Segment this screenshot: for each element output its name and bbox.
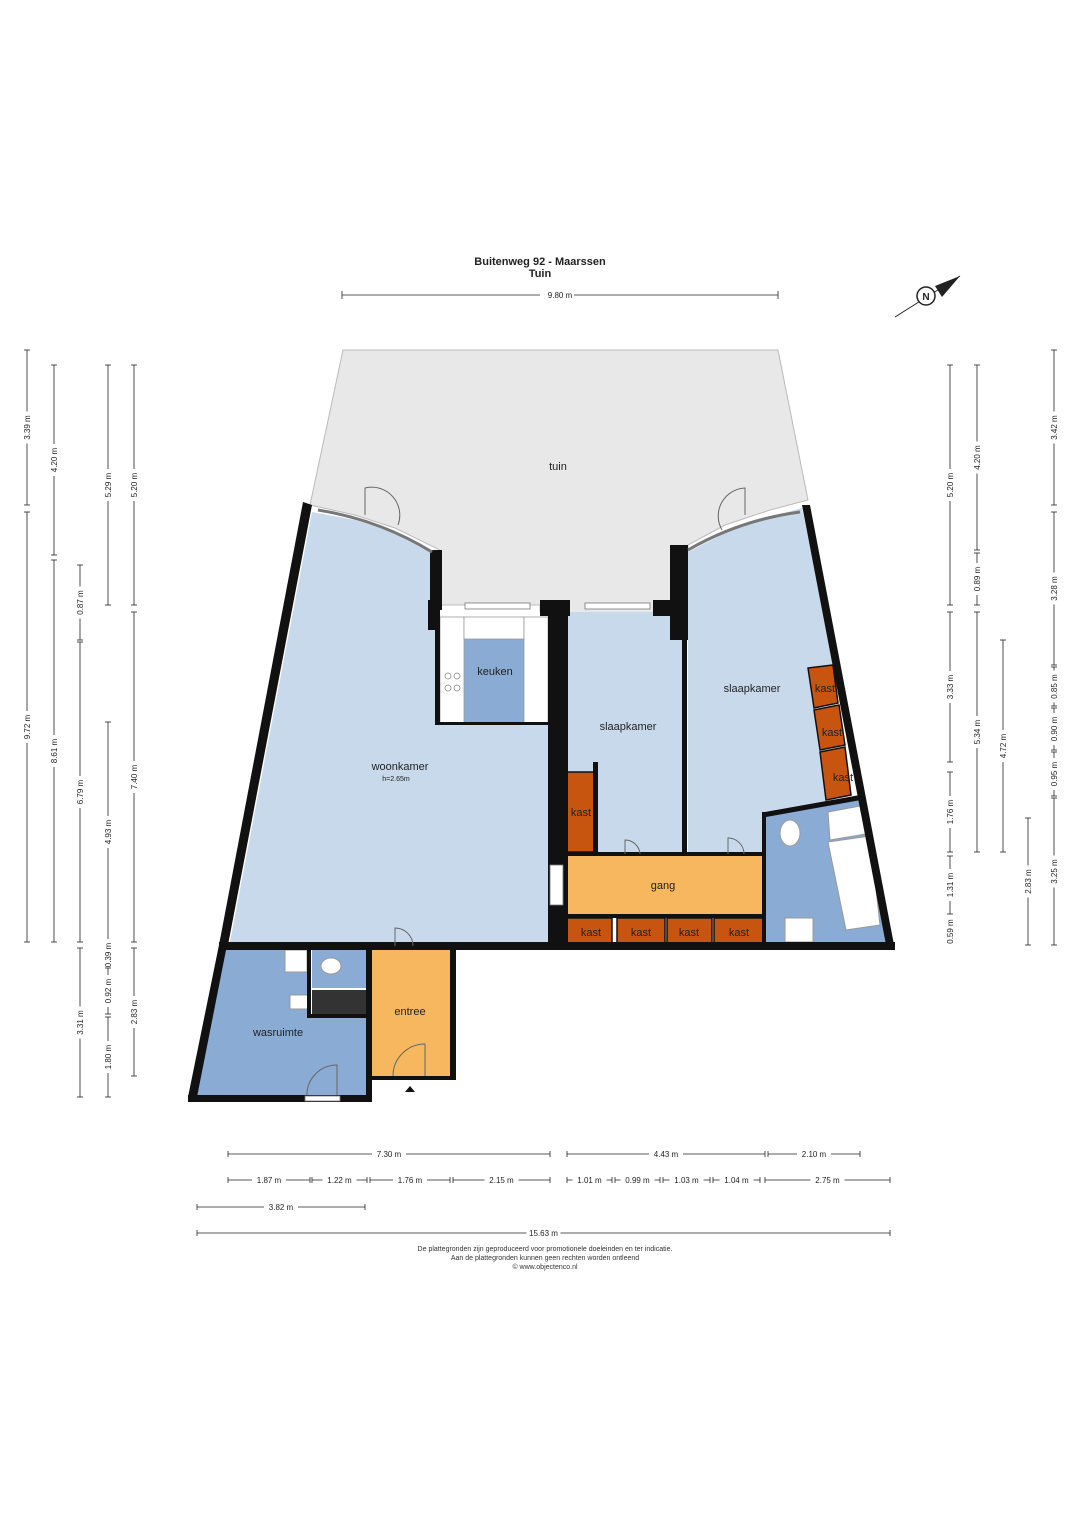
room-wasruimte bbox=[193, 948, 367, 1097]
room-label-tuin: tuin bbox=[549, 461, 567, 473]
dimension-label: 1.87 m bbox=[257, 1176, 282, 1185]
dimension-label: 0.89 m bbox=[973, 566, 982, 591]
dimension-label: 1.01 m bbox=[577, 1176, 602, 1185]
room-entree bbox=[370, 948, 453, 1076]
dimension-label: 4.20 m bbox=[50, 447, 59, 472]
closet-label: kast bbox=[571, 807, 591, 819]
dimensions-right: 5.20 m 4.20 m 3.42 m 0.89 m 3.28 m 3.33 m 5.34… bbox=[945, 349, 1059, 948]
dimension-label: 9.80 m bbox=[548, 291, 573, 300]
dimension-label: 8.61 m bbox=[50, 738, 59, 763]
door-swing bbox=[394, 927, 414, 947]
dimension-label: 9.72 m bbox=[23, 714, 32, 739]
windows bbox=[304, 508, 801, 1102]
dimension-label: 3.31 m bbox=[76, 1010, 85, 1035]
dimension-label: 3.82 m bbox=[269, 1203, 294, 1212]
footer-copyright: © www.objectenco.nl bbox=[512, 1263, 578, 1271]
closet-label: kast bbox=[815, 683, 835, 695]
dimensions-left: 3.39 m 4.20 m 5.29 m 5.20 m 9.72 m 8.61 m 0.87… bbox=[22, 349, 139, 1098]
room-gang bbox=[565, 856, 765, 916]
dimension-label: 3.33 m bbox=[946, 674, 955, 699]
dimension-label: 5.34 m bbox=[973, 719, 982, 744]
dimension-label: 4.43 m bbox=[654, 1150, 679, 1159]
entrance-arrow-icon bbox=[405, 1086, 415, 1092]
door-swing bbox=[727, 837, 745, 855]
compass-icon: N bbox=[894, 275, 961, 318]
door-swing bbox=[717, 487, 746, 531]
door-swing bbox=[392, 1043, 426, 1077]
door-swing bbox=[306, 1064, 338, 1098]
dimension-label: 0.85 m bbox=[1050, 674, 1059, 699]
closet bbox=[807, 664, 839, 709]
closet bbox=[819, 746, 852, 801]
dimension-label: 0.39 m bbox=[104, 942, 113, 967]
compass-letter: N bbox=[922, 292, 929, 303]
room-height-woonkamer: h=2.65m bbox=[382, 776, 410, 783]
dimension-label: 0.92 m bbox=[104, 978, 113, 1003]
dimension-label: 3.39 m bbox=[23, 415, 32, 440]
dimension-label: 0.90 m bbox=[1050, 716, 1059, 741]
dimension-label: 2.10 m bbox=[802, 1150, 827, 1159]
plan-subtitle: Tuin bbox=[529, 268, 552, 280]
room-label-slaapkamer-2: slaapkamer bbox=[724, 683, 781, 695]
dimension-label: 1.80 m bbox=[104, 1044, 113, 1069]
room-label-woonkamer: woonkamer bbox=[371, 761, 429, 773]
closet-label: kast bbox=[679, 927, 699, 939]
dimension-label: 4.20 m bbox=[973, 445, 982, 470]
dimension-label: 3.25 m bbox=[1050, 859, 1059, 884]
dimension-label: 2.15 m bbox=[489, 1176, 514, 1185]
closet-label: kast bbox=[822, 727, 842, 739]
dimension-label: 2.83 m bbox=[1024, 869, 1033, 894]
closet-label: kast bbox=[729, 927, 749, 939]
door-swing bbox=[624, 839, 641, 855]
room-woonkamer bbox=[230, 512, 550, 942]
door-swing bbox=[364, 486, 401, 526]
walls bbox=[188, 502, 895, 1102]
closet-label: kast bbox=[631, 927, 651, 939]
closet bbox=[813, 704, 846, 751]
room-label-wasruimte: wasruimte bbox=[252, 1027, 303, 1039]
dimension-label: 2.83 m bbox=[130, 999, 139, 1024]
footer-disclaimer-1: De plattegronden zijn geproduceerd voor … bbox=[418, 1246, 673, 1253]
dimension-label: 7.30 m bbox=[377, 1150, 402, 1159]
dimension-label: 3.28 m bbox=[1050, 576, 1059, 601]
dimension-label: 0.99 m bbox=[625, 1176, 650, 1185]
footer-disclaimer-2: Aan de plattegronden kunnen geen rechten… bbox=[451, 1255, 639, 1262]
dimension-label: 7.40 m bbox=[130, 764, 139, 789]
dimension-label: 15.63 m bbox=[529, 1229, 558, 1238]
dimension-label: 1.22 m bbox=[327, 1176, 352, 1185]
room-label-entree: entree bbox=[394, 1006, 425, 1018]
closet-label: kast bbox=[833, 772, 853, 784]
dimension-label: 0.87 m bbox=[76, 590, 85, 615]
plan-title: Buitenweg 92 - Maarssen bbox=[474, 256, 606, 268]
dimension-label: 5.29 m bbox=[104, 472, 113, 497]
dimension-label: 3.42 m bbox=[1050, 415, 1059, 440]
dimension-label: 0.95 m bbox=[1050, 761, 1059, 786]
dimension-label: 4.93 m bbox=[104, 819, 113, 844]
dimension-label: 5.20 m bbox=[130, 472, 139, 497]
dimension-label: 1.03 m bbox=[674, 1176, 699, 1185]
room-slaapkamer-2 bbox=[688, 508, 835, 854]
dimension-label: 2.75 m bbox=[815, 1176, 840, 1185]
dimension-label: 1.31 m bbox=[946, 872, 955, 897]
room-label-gang: gang bbox=[651, 880, 675, 892]
dimension-label: 4.72 m bbox=[999, 733, 1008, 758]
dimensions-bottom: 7.30 m 4.43 m 2.10 m 1.87 m 1.22 m 1.76 m 2.15… bbox=[196, 1149, 891, 1238]
dimension-label: 0.59 m bbox=[946, 919, 955, 944]
dimension-label: 1.76 m bbox=[398, 1176, 423, 1185]
dimension-label: 1.04 m bbox=[724, 1176, 749, 1185]
room-label-keuken: keuken bbox=[477, 666, 512, 678]
closet-label: kast bbox=[581, 927, 601, 939]
dimension-label: 6.79 m bbox=[76, 779, 85, 804]
dimension-label: 1.76 m bbox=[946, 799, 955, 824]
room-label-slaapkamer-1: slaapkamer bbox=[600, 721, 657, 733]
closet bbox=[713, 917, 764, 945]
dimension-top: 9.80 m bbox=[341, 290, 779, 300]
dimension-label: 5.20 m bbox=[946, 472, 955, 497]
